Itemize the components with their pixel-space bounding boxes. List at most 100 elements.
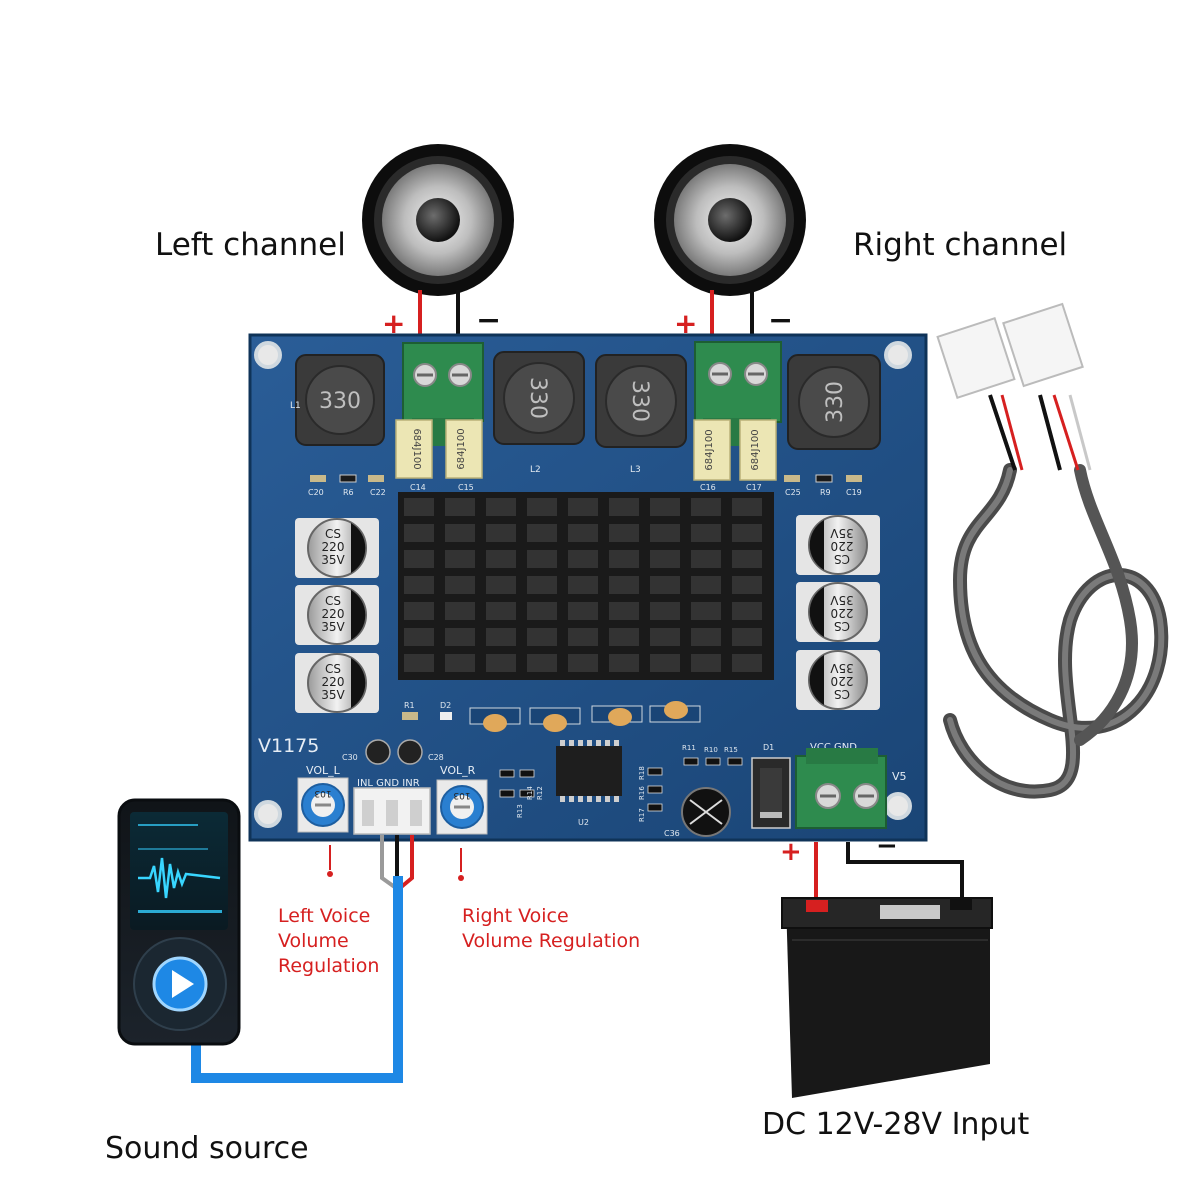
heatsink-fin <box>445 576 475 594</box>
power-terminal[interactable] <box>795 748 887 829</box>
play-icon <box>172 970 194 998</box>
film-cap-marking: 684J100 <box>411 428 422 469</box>
ceramic-capacitors: R1 D2 <box>402 701 701 732</box>
inductor-ref: L3 <box>630 465 641 475</box>
electrolytic-marking: 220 <box>322 675 345 689</box>
heatsink-fin <box>609 576 639 594</box>
jst-cable-icon <box>936 302 1169 799</box>
heatsink-fin <box>650 654 680 672</box>
ic-pin <box>596 796 601 802</box>
film-cap-ref: C17 <box>746 483 762 492</box>
film-cap-ref: C14 <box>410 483 426 492</box>
heatsink-fin <box>404 602 434 620</box>
film-cap-ref: C15 <box>458 483 474 492</box>
electrolytic-marking: CS <box>834 552 850 566</box>
heatsink-fin <box>691 550 721 568</box>
smd-ref: C25 <box>785 488 801 497</box>
speaker-icon <box>654 144 806 296</box>
electrolytic-marking: CS <box>325 527 341 541</box>
heatsink-fin <box>732 550 762 568</box>
smd-ref: R6 <box>343 488 354 497</box>
smd-row-top: C20 R6 C22 C25 R9 C19 <box>308 474 862 497</box>
heatsink-fin <box>732 602 762 620</box>
film-cap-ref: C16 <box>700 483 716 492</box>
heatsink <box>398 492 774 680</box>
ic-pin <box>605 740 610 746</box>
film-cap-marking: 684J100 <box>704 429 715 470</box>
heatsink-fin <box>568 550 598 568</box>
heatsink-fin <box>527 602 557 620</box>
diode: D1 <box>751 743 791 829</box>
left-volume-label: Left Voice Volume Regulation <box>278 905 379 977</box>
film-capacitor: 684J100 C17 <box>739 419 777 492</box>
heatsink-fin <box>609 550 639 568</box>
left-volume-potentiometer[interactable]: 103 <box>297 777 349 833</box>
electrolytic-marking: 35V <box>829 526 853 540</box>
right-volume-potentiometer[interactable]: 103 <box>436 779 488 835</box>
heatsink-fin <box>486 524 516 542</box>
heatsink-fin <box>527 498 557 516</box>
power-minus: − <box>876 831 898 861</box>
heatsink-fin <box>732 524 762 542</box>
electrolytic-marking: 220 <box>322 607 345 621</box>
smd-ref: C36 <box>664 829 680 838</box>
right-speaker-plus: + <box>674 307 697 340</box>
heatsink-fin <box>568 498 598 516</box>
heatsink-fin <box>527 550 557 568</box>
smd-ref: D2 <box>440 701 451 710</box>
ic-pin <box>614 796 619 802</box>
heatsink-fin <box>568 602 598 620</box>
ic-pin <box>587 740 592 746</box>
heatsink-fin <box>609 524 639 542</box>
speaker-icon <box>362 144 514 296</box>
heatsink-fin <box>691 576 721 594</box>
heatsink-fin <box>486 602 516 620</box>
vol-left-silk: VOL_L <box>306 764 341 777</box>
heatsink-fin <box>404 628 434 646</box>
heatsink-fin <box>527 576 557 594</box>
heatsink-fin <box>404 654 434 672</box>
heatsink-fin <box>486 628 516 646</box>
ic-pin <box>596 740 601 746</box>
heatsink-fin <box>568 628 598 646</box>
electrolytic-marking: 220 <box>831 539 854 553</box>
film-capacitor: 684J100 C15 <box>445 419 483 492</box>
electrolytic-marking: 35V <box>321 553 345 567</box>
heatsink-fin <box>445 498 475 516</box>
heatsink-fins <box>404 498 762 672</box>
heatsink-fin <box>445 602 475 620</box>
smd-ref: R14 <box>526 786 534 800</box>
ic-pin <box>560 796 565 802</box>
audio-input-connector[interactable] <box>353 787 431 835</box>
electrolytic-marking: 35V <box>321 688 345 702</box>
heatsink-fin <box>486 498 516 516</box>
heatsink-fin <box>691 602 721 620</box>
smd-ref: R13 <box>516 804 524 818</box>
heatsink-fin <box>650 576 680 594</box>
music-player-icon <box>117 798 241 1046</box>
heatsink-fin <box>527 654 557 672</box>
heatsink-fin <box>609 628 639 646</box>
inductor-marking: 330 <box>319 389 361 414</box>
pot-marking: 103 <box>453 790 470 800</box>
heatsink-fin <box>445 654 475 672</box>
smd-resistors: R11 R10 R15 R14 R12 R13 R18 R16 R17 <box>499 744 743 822</box>
smd-ref: R18 <box>638 766 646 780</box>
heatsink-fin <box>445 628 475 646</box>
left-volume-line: Left Voice <box>278 905 370 927</box>
ic-pin <box>560 740 565 746</box>
right-volume-line: Right Voice <box>462 905 569 927</box>
smd-ref: R9 <box>820 488 831 497</box>
electrolytic-marking: CS <box>834 619 850 633</box>
heatsink-fin <box>527 628 557 646</box>
volume-annotation-lines <box>327 845 464 881</box>
left-volume-line: Volume <box>278 930 349 952</box>
vcc-gnd-silk: VCC GND <box>810 742 857 753</box>
power-ref-silk: V5 <box>892 770 907 783</box>
ic-pin <box>578 796 583 802</box>
electrolytic-marking: CS <box>325 594 341 608</box>
